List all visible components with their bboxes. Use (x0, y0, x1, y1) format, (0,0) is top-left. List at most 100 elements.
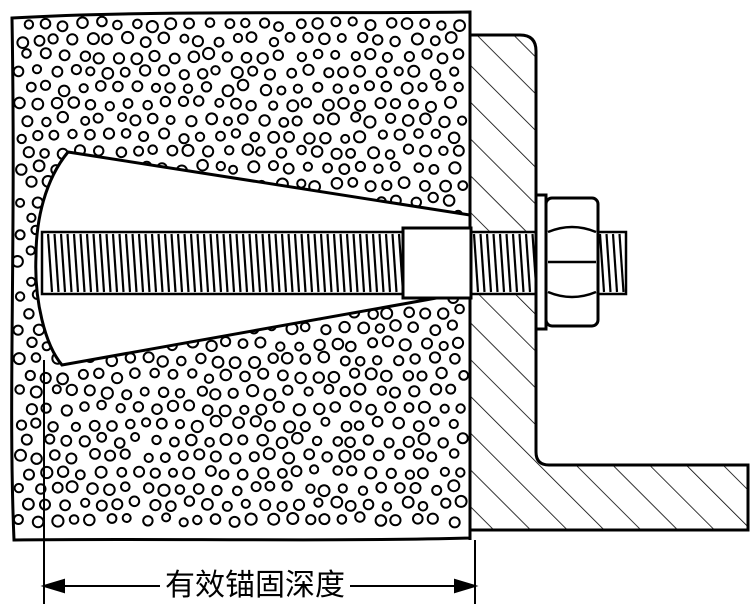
aggregate-circle (375, 66, 388, 78)
aggregate-circle (16, 36, 30, 49)
aggregate-circle (237, 113, 249, 125)
aggregate-circle (228, 356, 242, 370)
aggregate-circle (327, 112, 340, 126)
aggregate-circle (159, 95, 172, 108)
aggregate-circle (130, 432, 141, 442)
aggregate-circle (132, 401, 145, 413)
aggregate-circle (449, 66, 460, 77)
aggregate-circle (239, 404, 250, 415)
aggregate-circle (40, 465, 54, 480)
aggregate-circle (303, 448, 316, 461)
aggregate-circle (257, 367, 270, 380)
aggregate-circle (268, 36, 280, 48)
aggregate-circle (70, 64, 83, 76)
aggregate-circle (282, 384, 294, 396)
aggregate-circle (294, 371, 307, 385)
aggregate-circle (227, 387, 239, 399)
aggregate-circle (258, 114, 271, 127)
aggregate-circle (204, 437, 215, 448)
aggregate-circle (51, 514, 65, 528)
aggregate-circle (32, 159, 46, 173)
aggregate-circle (345, 148, 357, 159)
aggregate-circle (174, 388, 186, 399)
aggregate-circle (116, 466, 128, 478)
aggregate-circle (168, 52, 181, 65)
aggregate-circle (106, 420, 118, 432)
thread-line (98, 233, 106, 293)
aggregate-circle (393, 355, 405, 367)
aggregate-circle (410, 32, 424, 46)
aggregate-circle (67, 96, 81, 109)
aggregate-circle (47, 421, 59, 433)
aggregate-circle (444, 95, 457, 109)
aggregate-circle (44, 433, 56, 445)
aggregate-circle (193, 448, 206, 461)
aggregate-circle (156, 355, 169, 368)
effective-anchorage-depth-label: 有效锚固深度 (160, 566, 350, 606)
aggregate-circle (94, 465, 108, 479)
aggregate-circle (121, 389, 133, 401)
aggregate-circle (349, 400, 362, 413)
aggregate-circle (354, 99, 366, 112)
aggregate-circle (88, 419, 101, 432)
aggregate-circle (183, 399, 196, 412)
thread-line (339, 233, 346, 293)
aggregate-circle (320, 416, 331, 427)
thread-line (492, 233, 499, 293)
aggregate-circle (58, 49, 71, 62)
aggregate-circle (201, 404, 214, 417)
aggregate-circle (79, 50, 92, 62)
aggregate-circle (272, 49, 284, 61)
aggregate-circle (429, 68, 442, 81)
thread-line (384, 233, 392, 293)
aggregate-circle (419, 144, 432, 158)
aggregate-circle (192, 514, 203, 526)
aggregate-circle (165, 115, 176, 125)
aggregate-circle (277, 369, 289, 382)
aggregate-circle (364, 48, 377, 61)
aggregate-circle (209, 388, 222, 401)
aggregate-circle (183, 495, 196, 507)
aggregate-circle (455, 467, 466, 478)
aggregate-circle (112, 19, 123, 31)
aggregate-circle (455, 403, 466, 414)
aggregate-circle (264, 420, 276, 432)
aggregate-circle (12, 65, 25, 78)
aggregate-circle (380, 80, 393, 93)
aggregate-circle (49, 449, 61, 461)
aggregate-circle (56, 465, 70, 478)
aggregate-circle (332, 83, 343, 94)
aggregate-circle (364, 19, 377, 32)
aggregate-circle (244, 512, 258, 526)
aggregate-circle (237, 434, 249, 446)
aggregate-circle (338, 449, 352, 463)
aggregate-circle (312, 81, 324, 93)
thread-line (248, 233, 255, 293)
thread-line (365, 233, 372, 293)
aggregate-circle (305, 483, 316, 494)
aggregate-circle (331, 337, 345, 351)
aggregate-circle (187, 368, 198, 379)
aggregate-circle (14, 384, 26, 395)
aggregate-circle (56, 372, 69, 386)
aggregate-circle (39, 47, 52, 60)
aggregate-circle (39, 79, 52, 91)
aggregate-circle (337, 483, 348, 494)
aggregate-circle (230, 66, 244, 79)
aggregate-circle (376, 385, 387, 396)
thread-line (378, 233, 385, 293)
aggregate-circle (209, 450, 222, 463)
aggregate-circle (311, 435, 323, 447)
aggregate-circle (12, 514, 24, 525)
aggregate-circle (317, 484, 331, 498)
aggregate-circle (30, 417, 42, 429)
aggregate-circle (373, 163, 384, 174)
aggregate-circle (112, 52, 126, 65)
aggregate-circle (203, 373, 215, 384)
aggregate-circle (67, 128, 78, 140)
aggregate-circle (389, 319, 402, 332)
aggregate-circle (446, 319, 458, 331)
aggregate-circle (398, 338, 412, 352)
aggregate-circle (319, 132, 332, 145)
aggregate-circle (158, 127, 171, 140)
